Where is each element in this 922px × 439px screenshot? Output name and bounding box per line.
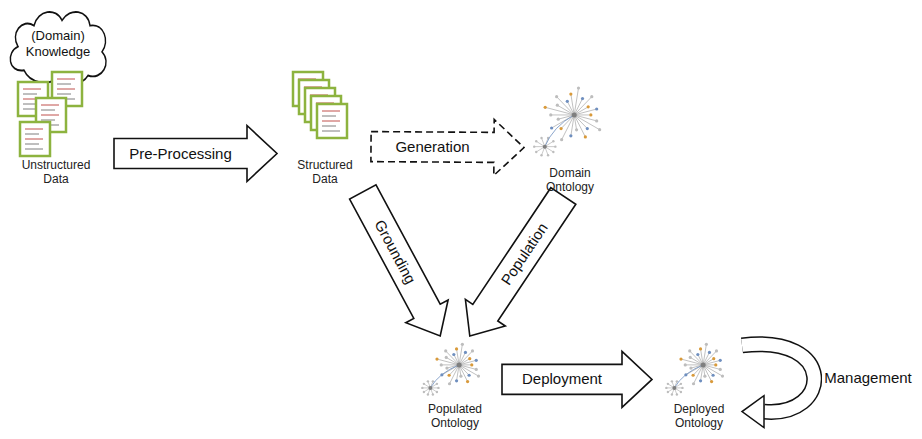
ontology-node: Populated Ontology: [414, 338, 496, 430]
document-icon: [283, 70, 367, 158]
process-arrow: [114, 126, 277, 182]
ontology-icon: [528, 78, 612, 166]
node-label: Unstructured Data: [10, 158, 102, 186]
node-label: Deployed Ontology: [658, 402, 740, 430]
edge-label: Pre-Processing: [127, 145, 234, 163]
ontology-node: Domain Ontology: [528, 78, 612, 194]
data-node: Structured Data: [283, 70, 367, 186]
document-icon: [10, 70, 102, 158]
process-arrow: [742, 344, 814, 427]
data-node: Unstructured Data: [10, 70, 102, 186]
node-label: Populated Ontology: [414, 402, 496, 430]
edge-label: Generation: [393, 138, 471, 156]
edge-label: Management: [822, 369, 914, 387]
ontology-node: Deployed Ontology: [658, 338, 740, 430]
node-label: Structured Data: [283, 158, 367, 186]
process-arrow: [502, 351, 652, 407]
ontology-icon: [414, 338, 496, 402]
node-label: Domain Ontology: [528, 166, 612, 194]
ontology-icon: [658, 338, 740, 402]
edge-label: Deployment: [520, 370, 604, 388]
process-arrow: [465, 188, 575, 336]
process-arrow: [350, 185, 449, 336]
process-arrow: [371, 119, 524, 175]
